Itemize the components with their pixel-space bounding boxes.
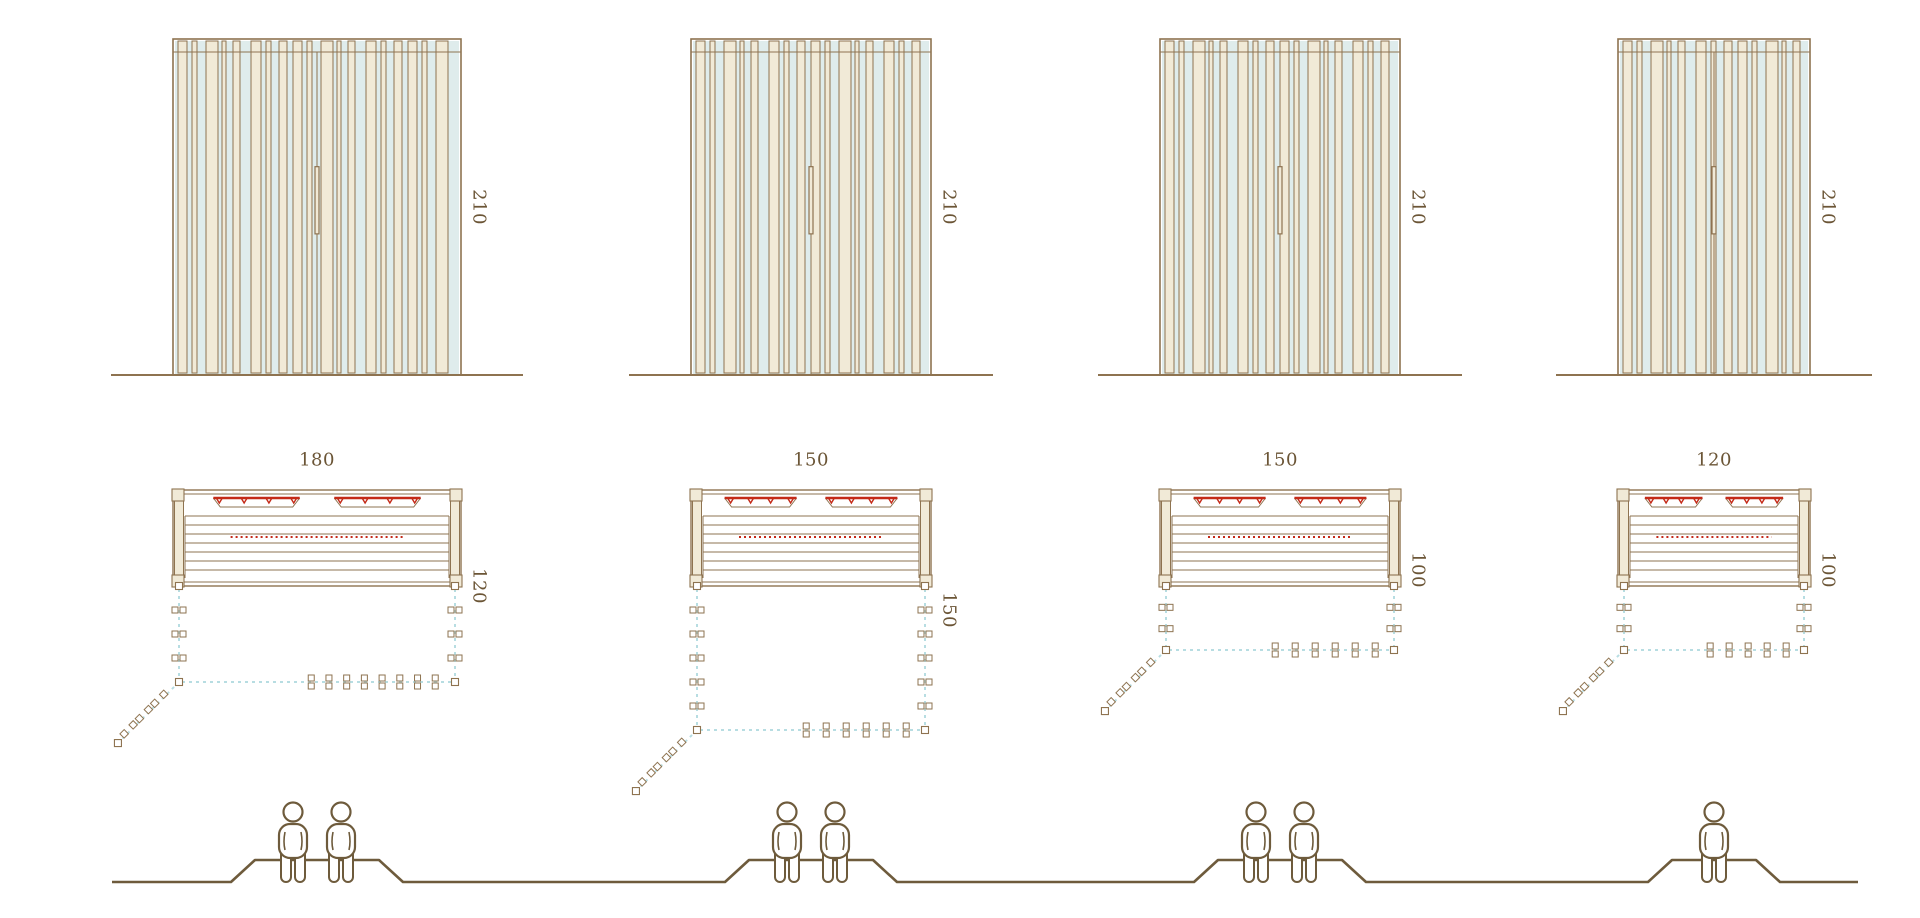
width-dimension-4: 120 xyxy=(1696,449,1732,471)
elevation-view xyxy=(1098,38,1462,376)
height-dimension-1: 210 xyxy=(468,189,490,225)
plan-view xyxy=(1100,488,1402,716)
seated-person-figure xyxy=(819,801,851,883)
plan-view xyxy=(113,488,463,748)
elevation-view xyxy=(1556,38,1872,376)
elevation-view xyxy=(629,38,993,376)
plan-view xyxy=(1558,488,1812,716)
height-dimension-3: 210 xyxy=(1407,189,1429,225)
plan-view xyxy=(631,488,933,796)
height-dimension-4: 210 xyxy=(1817,189,1839,225)
seated-person-figure xyxy=(771,801,803,883)
seating-row xyxy=(112,801,1858,884)
height-dimension-2: 210 xyxy=(938,189,960,225)
width-dimension-1: 180 xyxy=(299,449,335,471)
depth-dimension-2: 150 xyxy=(938,592,960,628)
seated-person-figure xyxy=(1698,801,1730,883)
elevation-view xyxy=(111,38,523,376)
depth-dimension-3: 100 xyxy=(1407,552,1429,588)
seated-person-figure xyxy=(1240,801,1272,883)
seated-person-figure xyxy=(325,801,357,883)
depth-dimension-1: 120 xyxy=(468,568,490,604)
depth-dimension-4: 100 xyxy=(1817,552,1839,588)
seated-person-figure xyxy=(1288,801,1320,883)
width-dimension-2: 150 xyxy=(793,449,829,471)
seated-person-figure xyxy=(277,801,309,883)
width-dimension-3: 150 xyxy=(1262,449,1298,471)
